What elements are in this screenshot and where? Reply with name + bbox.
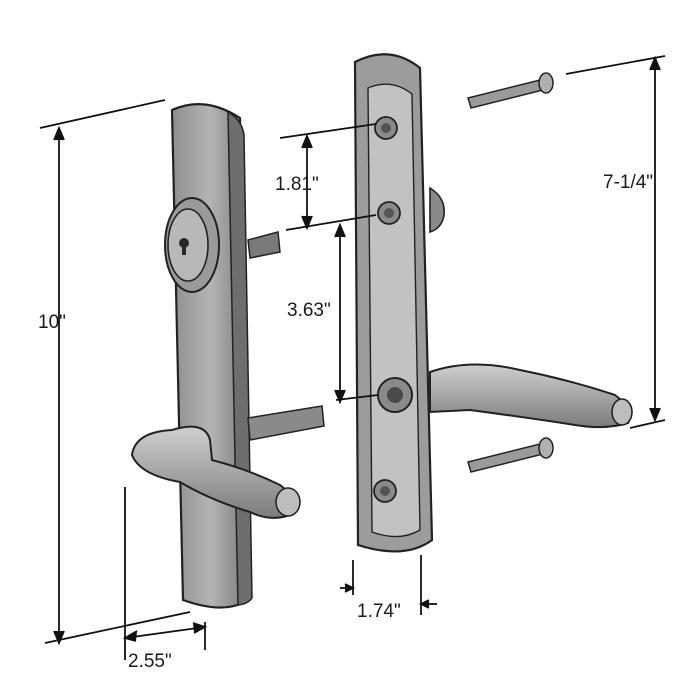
mounting-screw-top [467,72,554,109]
mounting-screw-bottom [467,437,554,473]
label-mount-span: 7-1/4" [603,172,653,193]
label-overall-height: 10" [38,312,66,333]
label-hole-spacing-upper: 1.81" [275,174,319,195]
mounting-boss-upper [377,201,401,225]
mounting-boss-bottom [373,479,397,503]
label-plate-width: 2.55" [128,651,172,672]
front-plate [170,103,253,609]
dim-line-plate-width [122,487,208,660]
dim-line-backset-width [340,555,437,615]
back-plate [353,53,434,553]
front-lever-handle [130,425,301,519]
dim-line-overall-height [39,99,191,646]
keyhole-icon [179,238,189,255]
back-lever-handle [429,363,633,429]
spindle-upper [247,231,281,259]
dim-line-mount-span [565,55,666,429]
label-backset-width: 1.74" [357,601,401,622]
dim-line-hole-spacing-middle [334,222,379,405]
label-hole-spacing-middle: 3.63" [287,300,331,321]
spindle-lower [247,405,325,441]
deadbolt-cylinder [164,197,220,293]
lever-hub [377,377,413,413]
dim-line-hole-spacing-upper [279,123,377,231]
mounting-boss-top [374,116,398,140]
dimension-lines [39,55,666,660]
thumb-turn [429,186,446,234]
